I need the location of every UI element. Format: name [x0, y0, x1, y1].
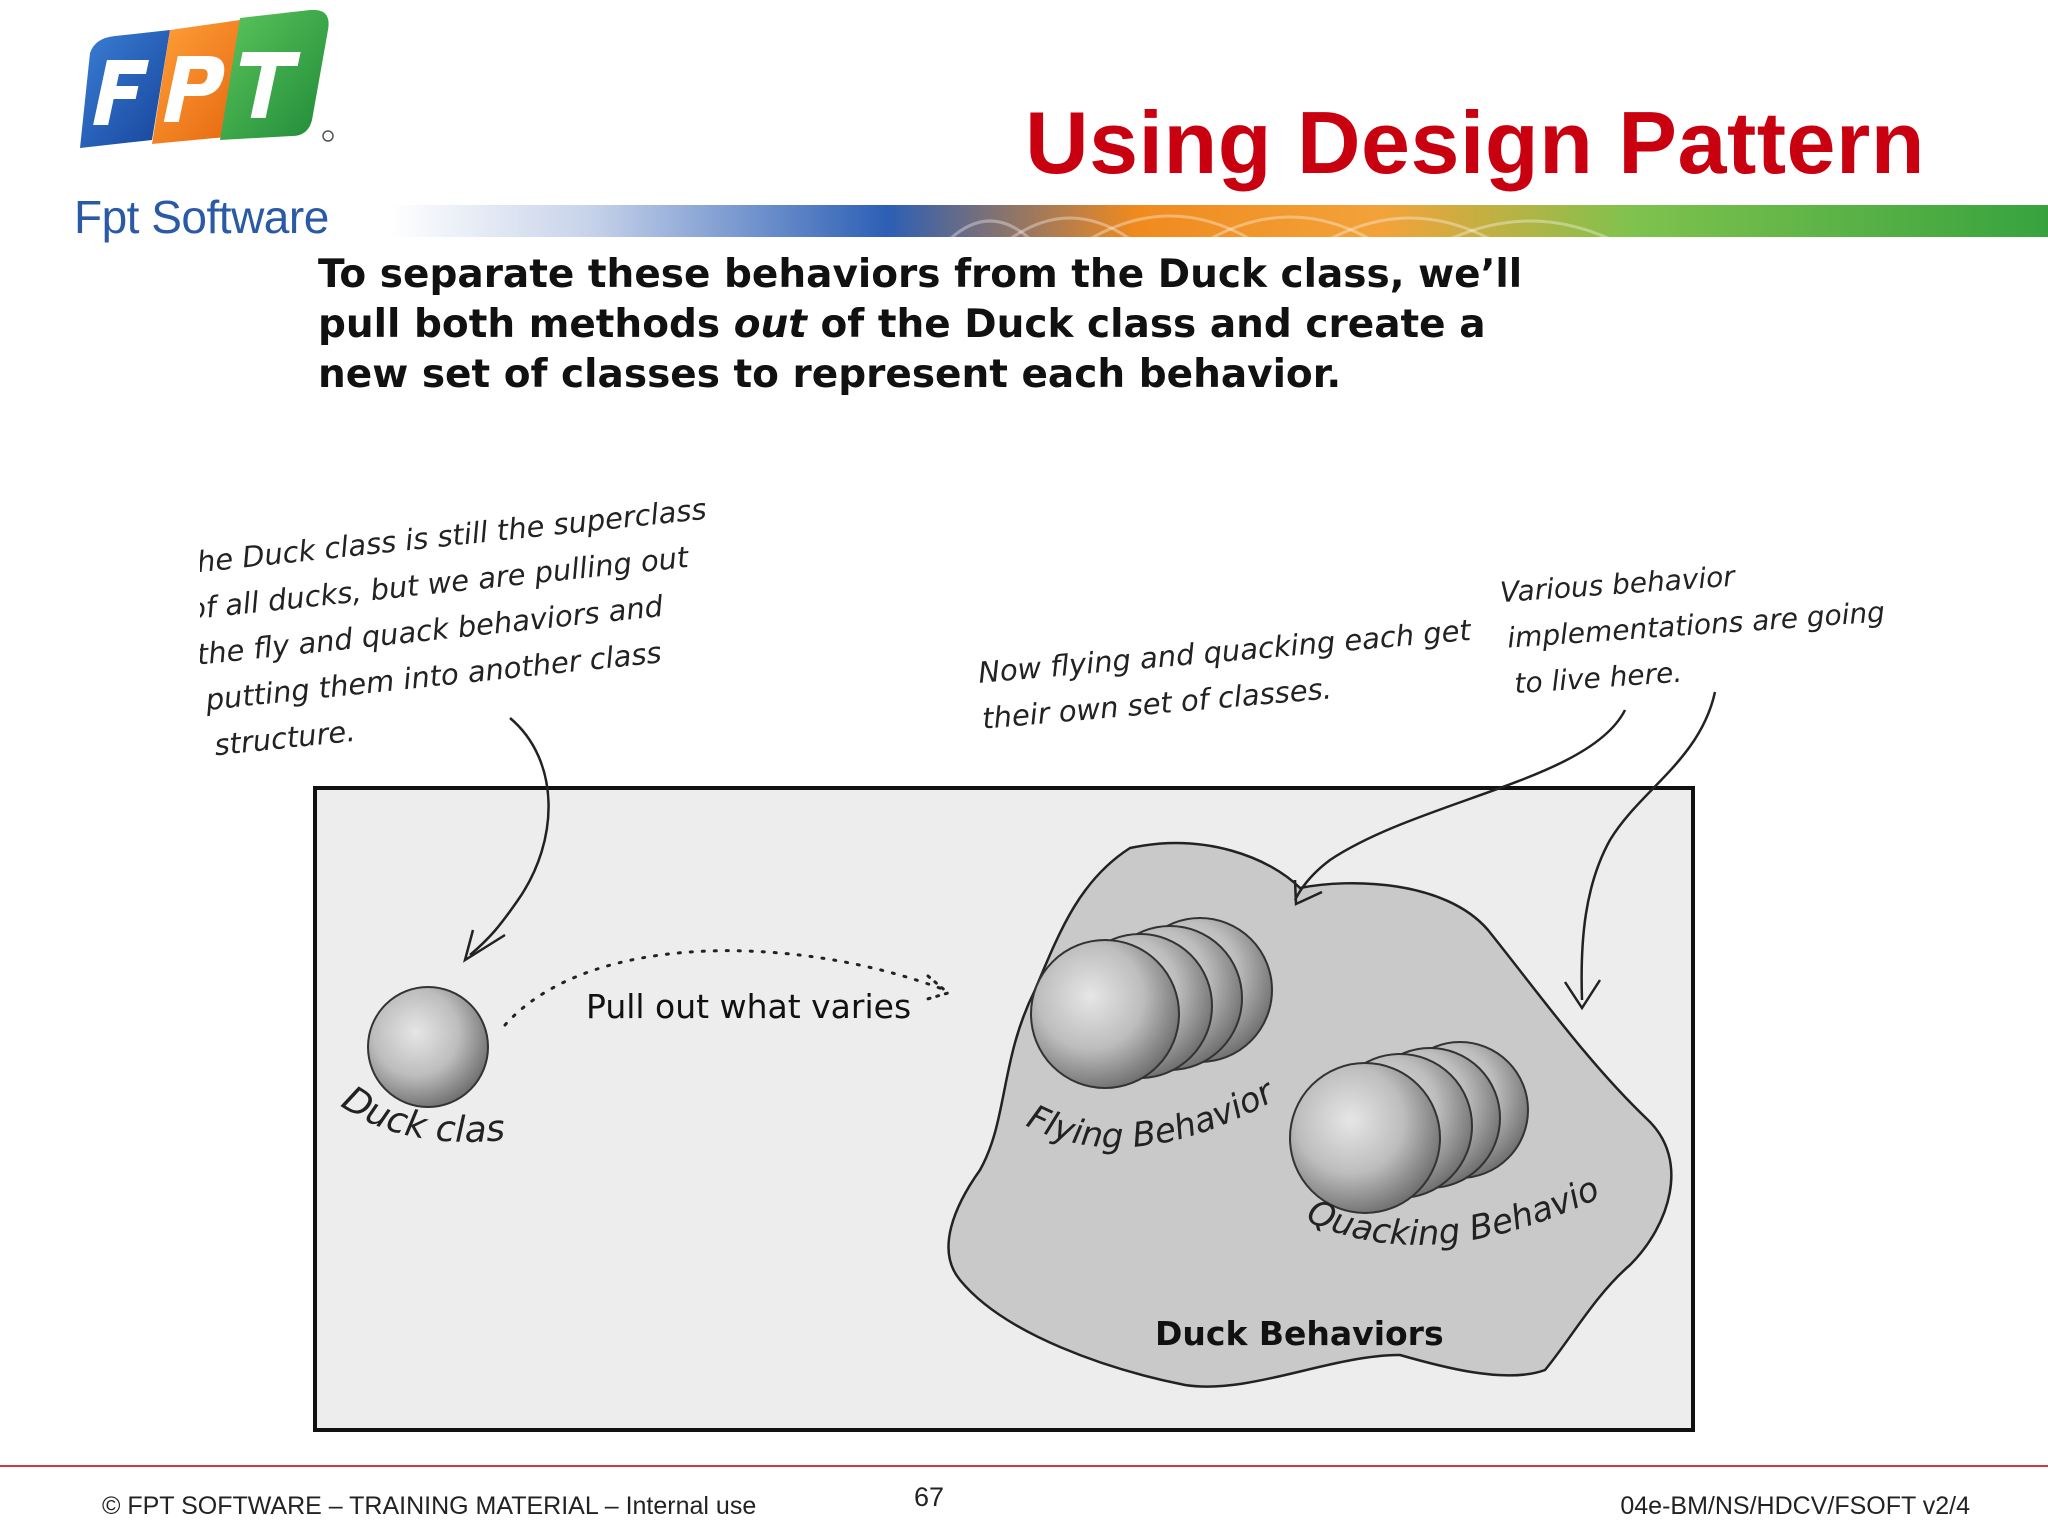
- duck-behaviors-label: Duck Behaviors: [1155, 1314, 1444, 1353]
- note-various-line-1: Various behavior: [1499, 560, 1737, 609]
- flying-ball-1: [1030, 939, 1180, 1089]
- arrow-to-quacking: [1580, 691, 1717, 1001]
- arrow-to-duck-class: [469, 717, 550, 956]
- intro-line-2-em: out: [733, 302, 807, 347]
- note-various-line-3: to live here.: [1513, 656, 1683, 701]
- intro-text: To separate these behaviors from the Duc…: [318, 250, 1648, 400]
- arrow-head-duck-class: [462, 929, 506, 963]
- intro-line-1: To separate these behaviors from the Duc…: [318, 252, 1523, 297]
- page-number: 67: [914, 1482, 945, 1512]
- intro-line-3: new set of classes to represent each beh…: [318, 352, 1342, 397]
- arrow-head-quacking: [1563, 979, 1602, 1011]
- arrow-head-flying: [1293, 879, 1323, 906]
- arrow-to-flying: [1293, 709, 1627, 901]
- duck-class-ball: [367, 986, 489, 1108]
- note-duck-class-line-5: structure.: [213, 714, 357, 763]
- quacking-ball-1: [1289, 1062, 1441, 1214]
- flying-behaviors-stack: [1030, 917, 1273, 1089]
- header-banner: [390, 205, 2048, 239]
- logo-letter-p: [163, 56, 225, 122]
- note-various: Various behavior implementations are goi…: [1499, 560, 1886, 701]
- logo-text: Fpt Software: [74, 191, 329, 243]
- fpt-logo: [80, 9, 334, 148]
- intro-line-2: pull both methods out of the Duck class …: [318, 300, 1648, 350]
- dotted-arrow-head: [922, 974, 952, 1002]
- footer-copyright: © FPT SOFTWARE – TRAINING MATERIAL – Int…: [102, 1492, 757, 1520]
- logo-letter-t: [239, 52, 301, 118]
- note-flying-quacking: Now flying and quacking each get their o…: [977, 613, 1474, 736]
- page-title: Using Design Pattern: [1025, 93, 1925, 192]
- intro-line-2-b: of the Duck class and create a: [806, 302, 1486, 347]
- footer-divider: [0, 1465, 2048, 1467]
- duck-diagram: The Duck class is still the superclass o…: [200, 460, 1886, 1432]
- pull-out-label: Pull out what varies: [586, 987, 911, 1026]
- note-flying-quacking-line-1: Now flying and quacking each get: [977, 613, 1474, 690]
- note-duck-class: The Duck class is still the superclass o…: [200, 492, 708, 763]
- intro-line-2-a: pull both methods: [318, 302, 734, 347]
- footer-doc-code: 04e-BM/NS/HDCV/FSOFT v2/4: [1620, 1492, 1970, 1520]
- quacking-behaviors-stack: [1289, 1041, 1529, 1214]
- dotted-arrow-pull-out: [503, 949, 947, 1027]
- logo-letter-f: [93, 60, 149, 125]
